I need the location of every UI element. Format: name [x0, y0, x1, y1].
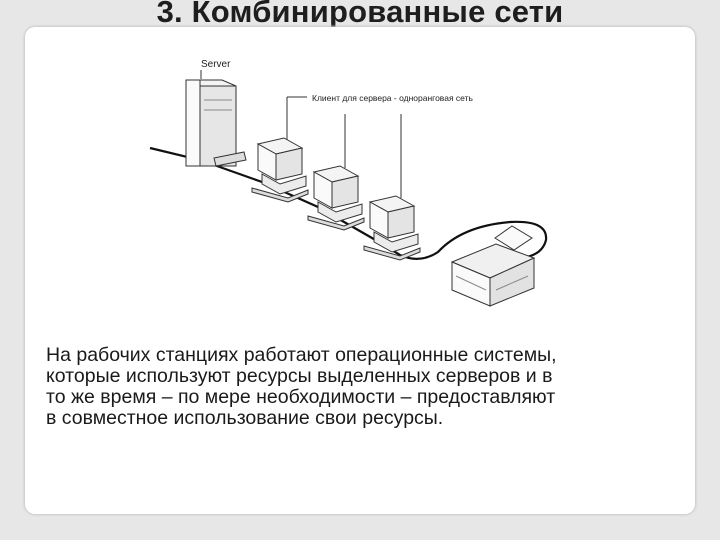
workstation-icon [363, 195, 421, 261]
description-line: то же время – по мере необходимости – пр… [46, 386, 556, 408]
description-line: в совместное использование свои ресурсы. [46, 407, 444, 429]
workstation-icon [251, 137, 309, 203]
description-line: которые используют ресурсы выделенных се… [46, 365, 553, 387]
printer-icon [450, 225, 536, 307]
slide-title: 3. Комбинированные сети [156, 0, 564, 29]
client-label: Клиент для сервера - одноранговая сеть [312, 93, 473, 103]
description-text: На рабочих станциях работают операционны… [46, 345, 686, 429]
workstation-icon [307, 165, 365, 231]
description-line: На рабочих станциях работают операционны… [46, 344, 557, 366]
network-cable [149, 146, 548, 260]
server-label: Server [201, 59, 231, 70]
server-icon [185, 79, 247, 167]
content-card [25, 27, 695, 514]
